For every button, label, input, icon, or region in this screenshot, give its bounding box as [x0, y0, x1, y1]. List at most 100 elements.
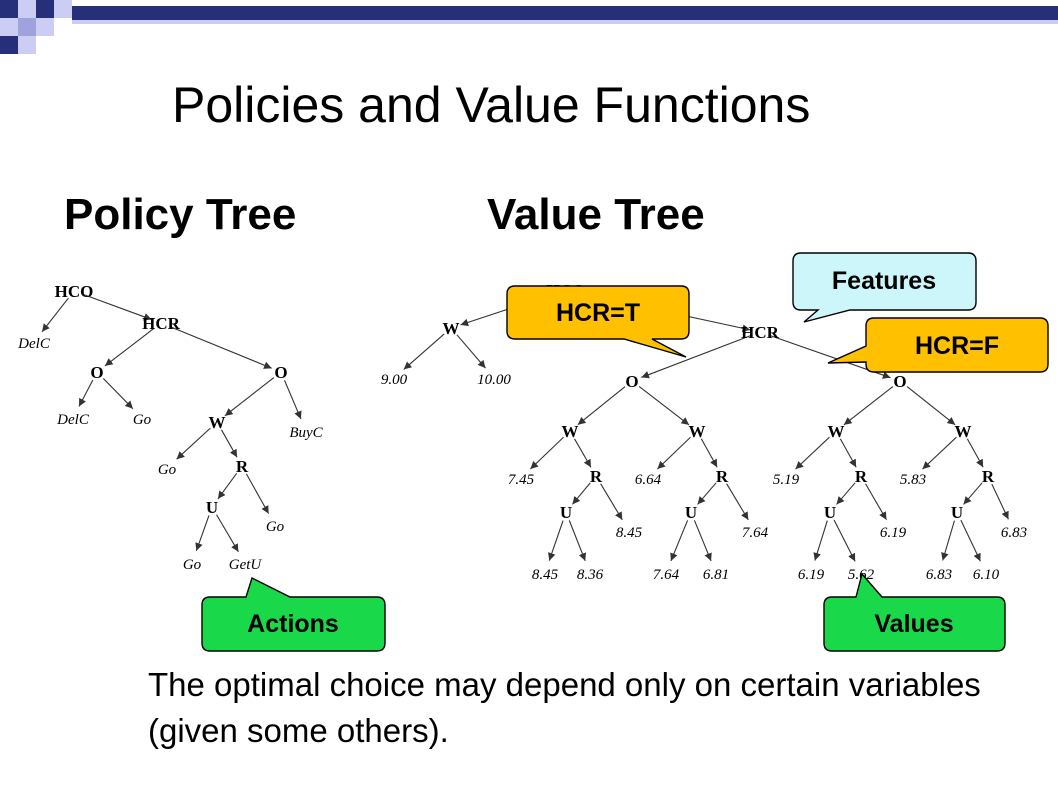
policy_tree-edge	[216, 514, 239, 553]
value_tree-edge	[843, 386, 894, 426]
policy_tree-node-u1: U	[206, 498, 218, 517]
value_tree-edge	[966, 438, 984, 468]
actions-callout: Actions	[201, 577, 386, 652]
value_tree-leaf-l845b: 8.45	[532, 567, 559, 583]
value_tree-edge	[922, 436, 957, 470]
hcr-true-callout-text: HCR=T	[556, 299, 640, 327]
value_tree-leaf-l683a: 6.83	[1001, 525, 1027, 541]
value_tree-edge	[836, 482, 856, 505]
policy_tree-edge	[220, 429, 238, 458]
hcr-true-callout-shape	[506, 285, 690, 358]
policy_tree-leaf-delc2: DelC	[56, 412, 90, 428]
value_tree-leaf-l764b: 7.64	[653, 567, 680, 583]
value_tree-edge	[865, 483, 887, 521]
value_tree-edge	[574, 438, 592, 468]
value_tree-node-vu4: U	[951, 503, 963, 522]
value_tree-edge	[795, 436, 830, 470]
tree-nodes: HCODelCHCROODelCGoWBuyCGoRUGoGoGetUHCOW9…	[17, 281, 1027, 583]
policy-tree-heading: Policy Tree	[64, 190, 297, 239]
value_tree-edge	[600, 483, 623, 521]
value_tree-node-vw2: W	[689, 422, 706, 441]
value-tree-heading: Value Tree	[487, 190, 705, 239]
hcr-true-callout: HCR=T	[506, 285, 690, 358]
policy_tree-leaf-go1: Go	[133, 412, 152, 428]
policy_tree-edge	[176, 427, 211, 460]
value_tree-node-vr4: R	[982, 467, 995, 486]
value_tree-leaf-l764a: 7.64	[742, 525, 769, 541]
policy_tree-node-w1: W	[209, 413, 226, 432]
policy_tree-leaf-getu: GetU	[229, 557, 263, 573]
value_tree-node-vu3: U	[824, 503, 836, 522]
value_tree-node-vu2: U	[685, 503, 697, 522]
actions-callout-shape	[201, 577, 386, 652]
value_tree-edge	[548, 520, 564, 561]
value_tree-node-vw0: W	[443, 319, 460, 338]
policy_tree-node-hcr: HCR	[142, 314, 181, 333]
value_tree-leaf-l583: 5.83	[900, 472, 926, 488]
value_tree-leaf-v1000: 10.00	[477, 372, 511, 388]
value_tree-edge	[571, 482, 591, 505]
corner-square-light	[36, 18, 54, 36]
policy_tree-leaf-go3: Go	[266, 519, 285, 535]
policy_tree-node-o1: O	[90, 363, 103, 382]
policy_tree-edge	[169, 325, 272, 369]
corner-square-dark	[0, 36, 18, 54]
value_tree-edge	[726, 483, 749, 521]
value_tree-leaf-l610: 6.10	[973, 567, 1000, 583]
caption-text: The optimal choice may depend only on ce…	[148, 666, 981, 749]
value_tree-leaf-l681: 6.81	[703, 567, 729, 583]
value_tree-edge	[641, 334, 752, 379]
policy_tree-edge	[224, 377, 275, 417]
value_tree-node-vr1: R	[590, 467, 603, 486]
value_tree-edge	[693, 520, 712, 562]
value_tree-node-vr2: R	[716, 467, 729, 486]
policy_tree-edge	[284, 380, 302, 420]
value_tree-edge	[670, 520, 689, 562]
features-callout-shape	[792, 252, 977, 323]
value_tree-leaf-l845a: 8.45	[616, 525, 643, 541]
policy_tree-edge	[217, 472, 238, 500]
features-callout-text: Features	[832, 267, 936, 295]
features-callout: Features	[792, 252, 977, 323]
value_tree-node-vw3: W	[828, 422, 845, 441]
value_tree-edge	[638, 386, 690, 426]
hcr-false-callout-text: HCR=F	[915, 332, 999, 360]
policy_tree-edge	[104, 328, 155, 367]
policy_tree-edge	[78, 379, 94, 407]
value_tree-edge	[577, 386, 626, 426]
value_tree-leaf-l664: 6.64	[635, 472, 662, 488]
value_tree-node-vhcr: HCR	[741, 323, 780, 342]
value_tree-node-vr3: R	[855, 467, 868, 486]
value_tree-edge	[657, 436, 691, 470]
value_tree-node-vo1: O	[625, 372, 638, 391]
value_tree-leaf-v900: 9.00	[381, 372, 408, 388]
value_tree-edge	[960, 519, 981, 562]
corner-square-dark	[36, 0, 54, 18]
policy_tree-node-hco: HCO	[55, 282, 94, 301]
policy_tree-edge	[245, 473, 270, 514]
values-callout-shape	[823, 572, 1006, 652]
value_tree-node-vw1: W	[562, 422, 579, 441]
policy_tree-edge	[195, 515, 210, 551]
corner-square-dark	[0, 0, 18, 18]
policy_tree-edge	[41, 297, 69, 333]
policy_tree-node-r1: R	[236, 457, 249, 476]
actions-callout-text: Actions	[247, 610, 339, 638]
value_tree-leaf-l619b: 6.19	[798, 567, 825, 583]
corner-square-light	[0, 18, 18, 36]
corner-square-light	[18, 36, 36, 54]
value_tree-edge	[991, 483, 1009, 520]
value_tree-node-vo2: O	[893, 372, 906, 391]
title-bar-dark	[72, 6, 1058, 20]
value_tree-edge	[700, 438, 718, 468]
value_tree-edge	[697, 482, 717, 505]
policy_tree-edge	[102, 378, 134, 410]
value_tree-edge	[530, 436, 564, 470]
corner-square-mid	[18, 18, 36, 36]
value_tree-edge	[456, 334, 486, 369]
slide-title: Policies and Value Functions	[172, 77, 811, 133]
hcr-false-callout: HCR=F	[827, 317, 1049, 373]
value_tree-leaf-l836: 8.36	[577, 567, 604, 583]
